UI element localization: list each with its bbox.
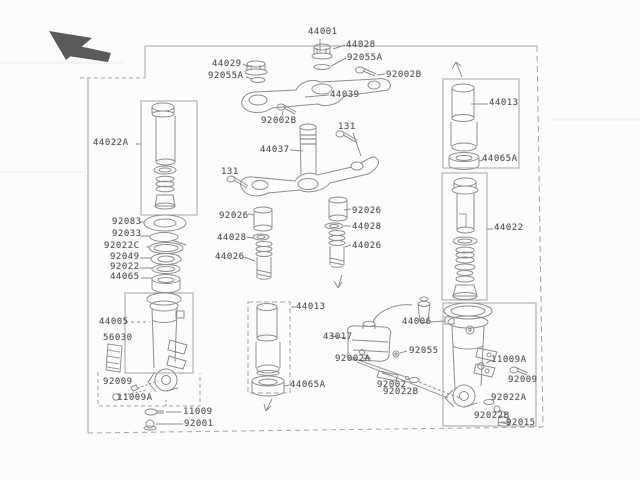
part-label-92022B: 92022B [474, 411, 510, 421]
part-label-92026: 92026 [352, 206, 382, 216]
part-label-44022A: 44022A [93, 138, 129, 148]
seal-stack [139, 215, 186, 293]
part-label-43017: 43017 [323, 332, 353, 342]
bottom-left-bolts [144, 400, 183, 430]
part-label-92033: 92033 [112, 229, 142, 239]
spacer-column-left [244, 207, 272, 279]
part-label-92083: 92083 [112, 217, 142, 227]
right-inner-tube-box [443, 62, 519, 170]
fork-cap-bolts [243, 44, 385, 83]
part-label-44039: 44039 [330, 90, 360, 100]
part-label-44006: 44006 [402, 317, 432, 327]
part-label-92055A: 92055A [347, 53, 383, 63]
part-label-92001: 92001 [184, 419, 214, 429]
part-label-44026: 44026 [352, 241, 382, 251]
part-label-92009: 92009 [508, 375, 538, 385]
part-label-11009: 11009 [183, 407, 213, 417]
part-label-92002A: 92002A [335, 354, 371, 364]
part-label-131: 131 [338, 122, 356, 132]
part-label-44005: 44005 [99, 317, 129, 327]
page-frame [80, 46, 543, 433]
part-label-11009A: 11009A [491, 355, 527, 365]
part-label-92049: 92049 [110, 252, 140, 262]
middle-cylinder-box [248, 302, 296, 411]
part-label-44013: 44013 [296, 302, 326, 312]
pointer-arrow-icon [49, 31, 111, 62]
part-label-92022C: 92022C [104, 241, 140, 251]
part-label-131: 131 [221, 167, 239, 177]
part-label-44028: 44028 [352, 222, 382, 232]
part-label-92026: 92026 [219, 211, 249, 221]
part-label-92055A: 92055A [208, 71, 244, 81]
left-outer-leg [98, 293, 200, 406]
part-label-56030: 56030 [103, 333, 133, 343]
part-label-92055: 92055 [409, 346, 439, 356]
part-label-92002: 92002 [377, 380, 407, 390]
part-label-44065A: 44065A [482, 154, 518, 164]
part-label-92002B: 92002B [386, 70, 422, 80]
part-label-44013: 44013 [489, 98, 519, 108]
right-outer-leg [377, 303, 536, 426]
part-label-44022: 44022 [494, 223, 524, 233]
part-label-44001: 44001 [308, 27, 338, 37]
left-inner-tube-box [136, 101, 197, 215]
part-label-44028: 44028 [346, 40, 376, 50]
part-label-44065A: 44065A [290, 380, 326, 390]
steering-stem-lower-clamp [227, 124, 378, 196]
part-label-11009A: 11009A [117, 393, 153, 403]
right-fork-tube-box [442, 173, 493, 300]
anti-dive-assembly [330, 297, 448, 398]
part-label-92022B: 92022B [383, 387, 419, 397]
part-label-92009: 92009 [103, 377, 133, 387]
part-label-44037: 44037 [260, 145, 290, 155]
part-label-92022A: 92022A [491, 393, 527, 403]
part-label-92015: 92015 [506, 418, 536, 428]
part-label-44065: 44065 [110, 272, 140, 282]
part-label-92022: 92022 [110, 262, 140, 272]
part-label-92002B: 92002B [261, 116, 297, 126]
part-label-44028: 44028 [217, 233, 247, 243]
scan-artifacts [0, 61, 640, 173]
part-label-44029: 44029 [212, 59, 242, 69]
spacer-column-right [325, 197, 351, 288]
part-label-44026: 44026 [215, 252, 245, 262]
upper-triple-clamp [242, 79, 390, 116]
